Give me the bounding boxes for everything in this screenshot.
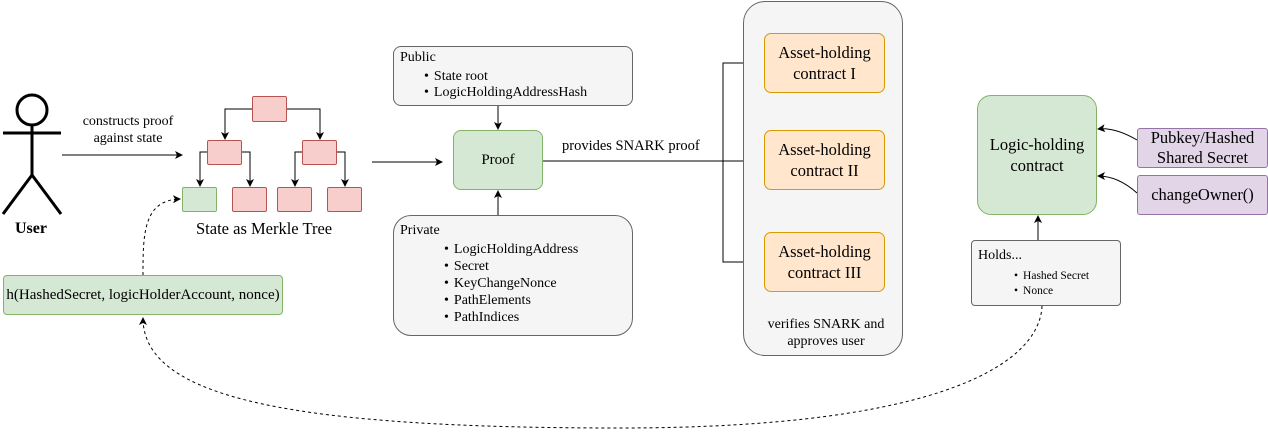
merkle-tree-caption: State as Merkle Tree: [196, 219, 333, 238]
provides-proof-label: provides SNARK proof: [562, 138, 700, 154]
private-item: PathElements: [444, 292, 626, 309]
private-item: KeyChangeNonce: [444, 275, 626, 292]
asset-contract-1-label: Asset-holding contract I: [778, 43, 871, 83]
user-label: User: [15, 220, 47, 237]
public-item: LogicHoldingAddressHash: [424, 85, 626, 102]
holds-item: Nonce: [1014, 284, 1114, 299]
asset-contract-3: Asset-holding contract III: [764, 232, 885, 292]
public-title: Public: [400, 50, 436, 65]
logic-holding-contract: Logic-holding contract: [977, 95, 1097, 215]
dashed-holds-to-hash: [139, 305, 1043, 429]
tree-edge: [221, 108, 252, 140]
asset-contract-2-label: Asset-holding contract II: [778, 140, 871, 180]
contracts-footer-label: verifies SNARK and approves user: [767, 317, 885, 349]
proof-node: Proof: [453, 130, 543, 190]
change-owner-box: changeOwner(): [1137, 175, 1268, 215]
arrow-pubkey-to-logic: [1097, 124, 1138, 141]
hash-label: h(HashedSecret, logicHolderAccount, nonc…: [6, 286, 280, 303]
private-title: Private: [400, 223, 440, 238]
asset-contract-2: Asset-holding contract II: [764, 130, 885, 190]
merkle-inner-node-left: [207, 140, 242, 165]
holds-title: Holds...: [978, 248, 1022, 263]
arrow-changeowner-to-logic: [1097, 172, 1138, 194]
hash-node: h(HashedSecret, logicHolderAccount, nonc…: [3, 275, 283, 315]
merkle-leaf-user: [182, 187, 217, 212]
merkle-leaf-node: [327, 187, 362, 212]
private-item: PathIndices: [444, 309, 626, 326]
proof-label: Proof: [481, 151, 515, 168]
asset-contract-1: Asset-holding contract I: [764, 33, 885, 93]
public-item: State root: [424, 69, 626, 86]
holds-box: Holds... Hashed Secret Nonce: [971, 240, 1121, 306]
public-inputs-box: Public State root LogicHoldingAddressHas…: [393, 46, 633, 106]
tree-edge: [196, 151, 207, 187]
dashed-hash-to-leaf: [142, 195, 181, 276]
pubkey-label: Pubkey/Hashed Shared Secret: [1150, 128, 1255, 167]
merkle-root-node: [252, 96, 287, 122]
user-icon: [1, 93, 63, 215]
tree-edge: [242, 151, 254, 187]
tree-edge: [291, 151, 302, 187]
merkle-inner-node-right: [302, 140, 337, 165]
holds-item: Hashed Secret: [1014, 269, 1114, 284]
private-inputs-box: Private LogicHoldingAddress Secret KeyCh…: [393, 215, 633, 336]
logic-holding-label: Logic-holding contract: [989, 135, 1085, 175]
change-owner-label: changeOwner(): [1151, 185, 1254, 204]
private-item: Secret: [444, 258, 626, 275]
tree-edge: [287, 108, 324, 140]
tree-edge: [337, 151, 349, 187]
constructs-proof-label: constructs proof against state: [82, 114, 174, 146]
merkle-leaf-node: [277, 187, 312, 212]
private-item: LogicHoldingAddress: [444, 241, 626, 258]
asset-contract-3-label: Asset-holding contract III: [778, 242, 871, 282]
pubkey-hashed-secret-box: Pubkey/Hashed Shared Secret: [1137, 128, 1268, 168]
merkle-leaf-node: [232, 187, 267, 212]
